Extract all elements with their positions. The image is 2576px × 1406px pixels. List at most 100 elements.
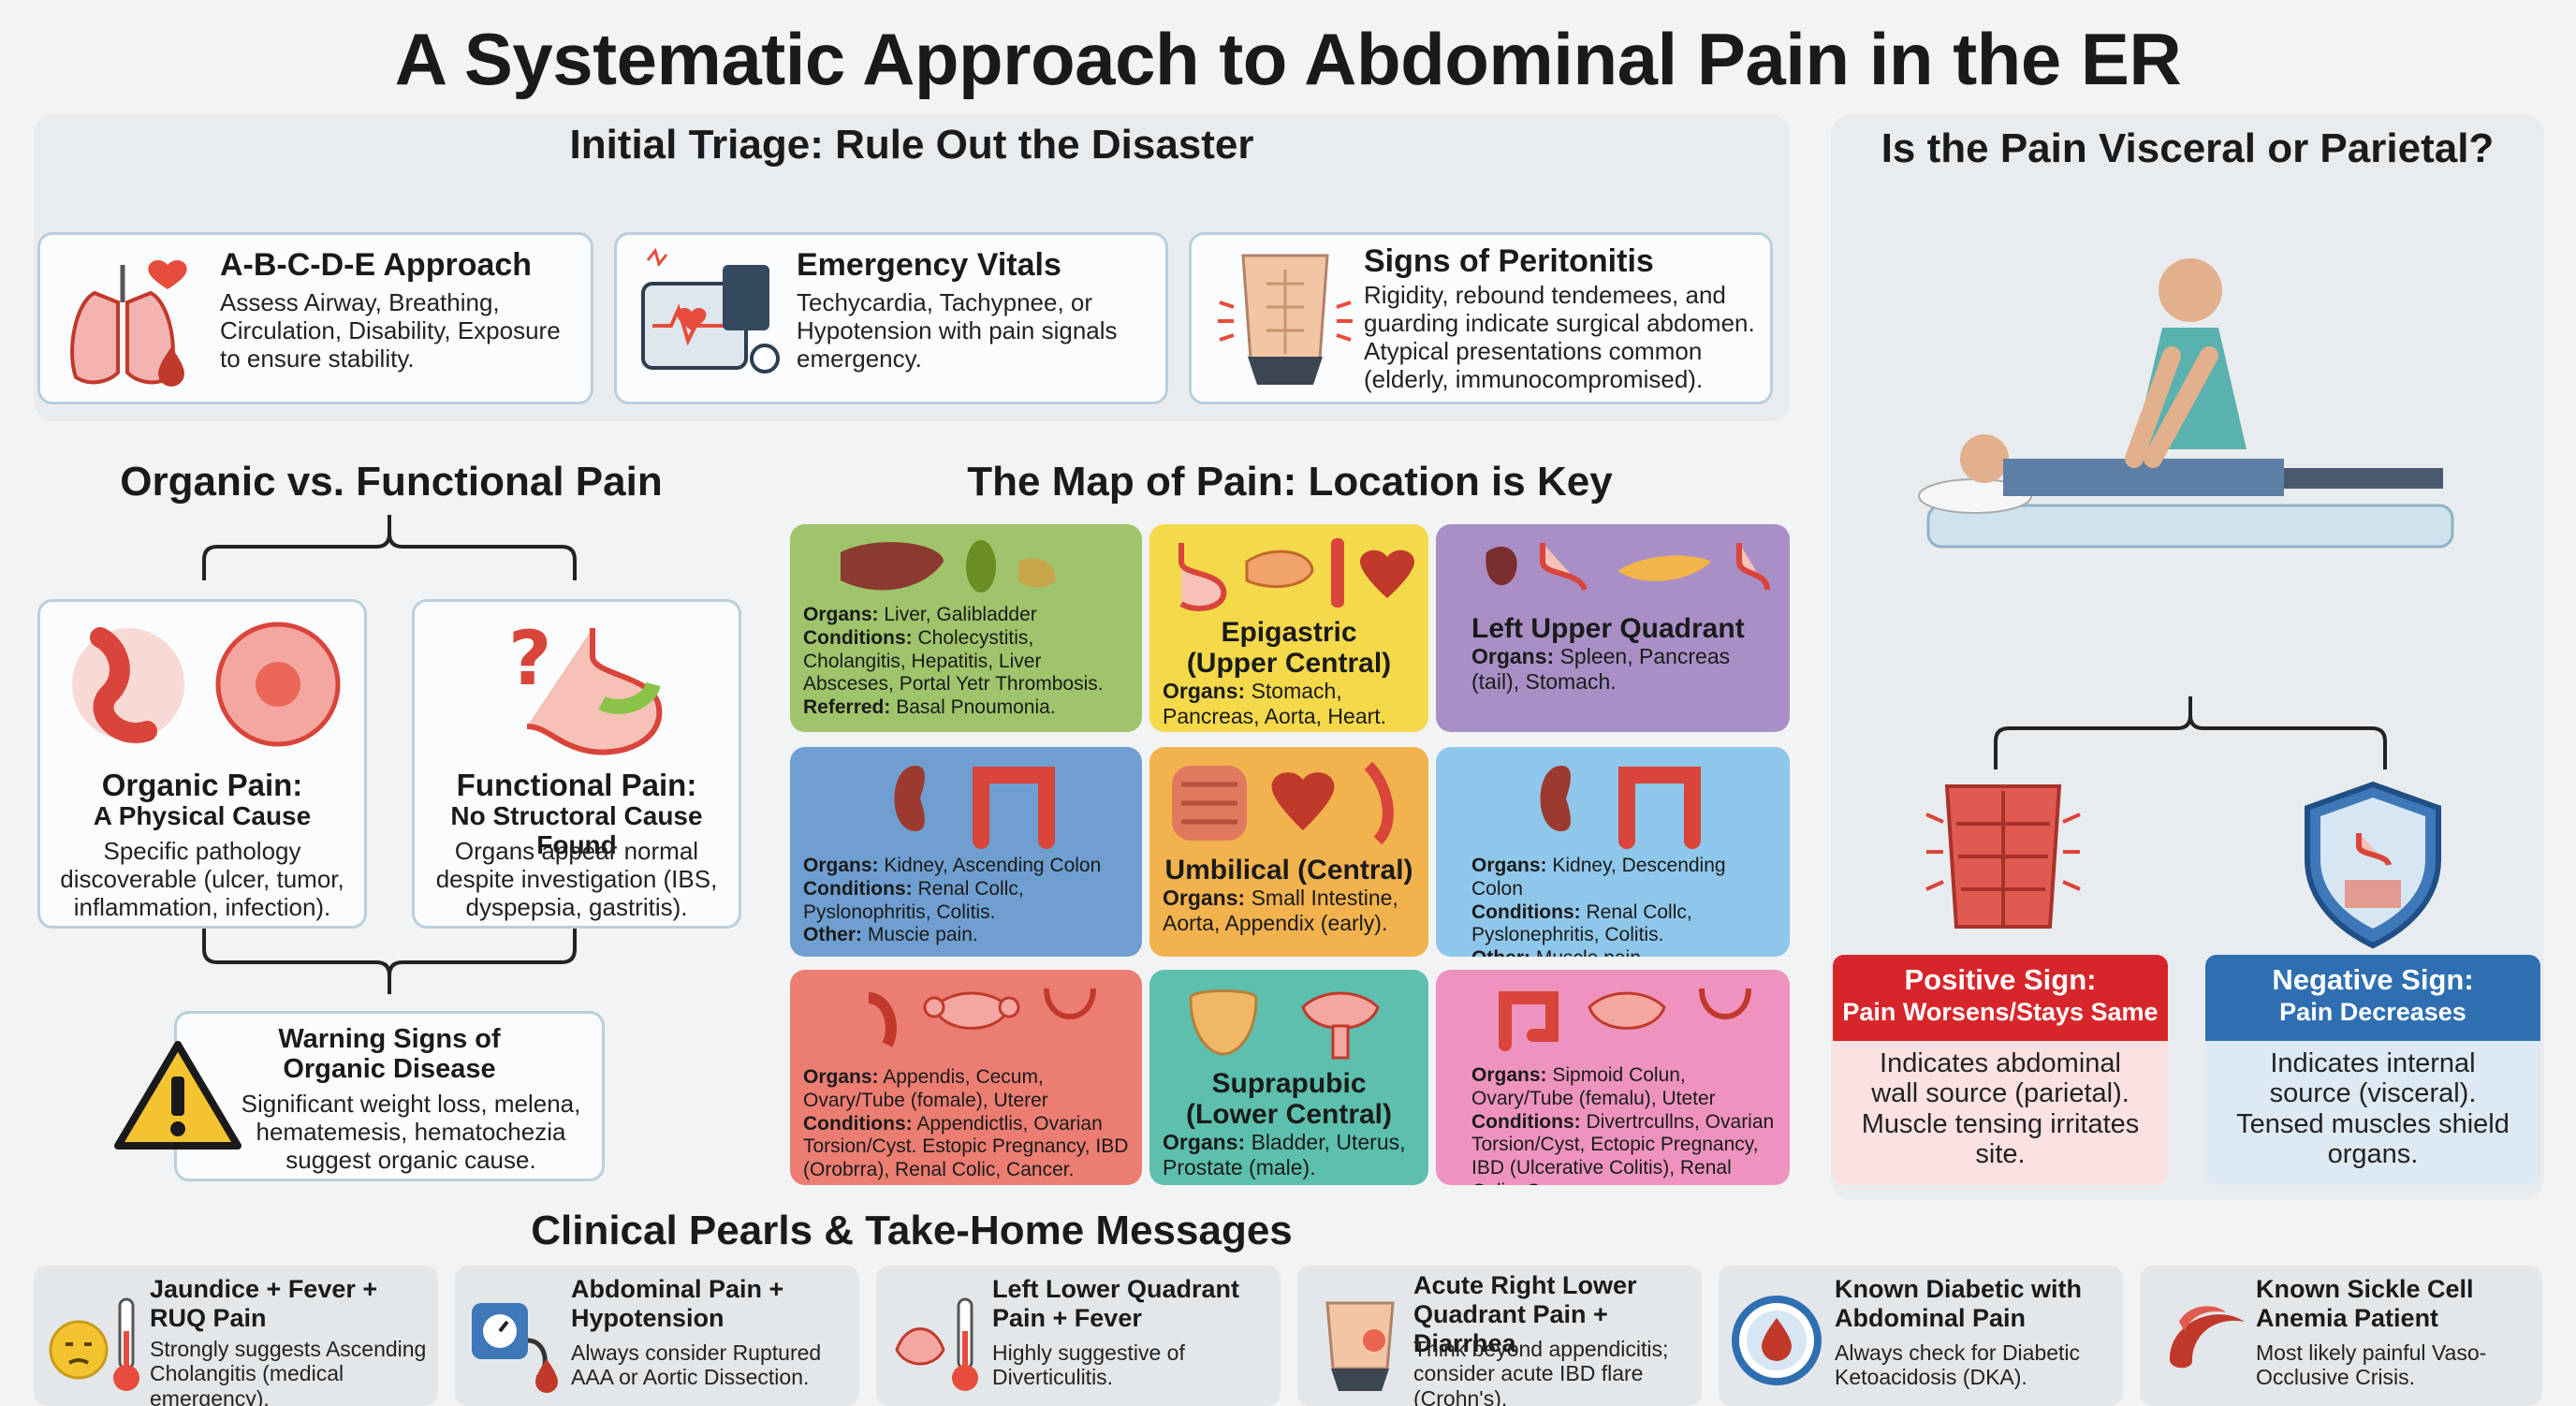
liver-gallbladder-icon: [841, 540, 1056, 593]
pearl-ibd-title: Acute Right Lower Quadrant Pain + Diarrh…: [1413, 1271, 1637, 1358]
suprapubic-organs-label: Organs:: [1163, 1130, 1246, 1154]
organic-pain-card: Organic Pain: A Physical Cause Specific …: [37, 599, 367, 929]
functional-pain-card: ? Functional Pain: No Structoral Cause F…: [412, 599, 741, 929]
pearl-sickle-cell-title: Known Sickle Cell Anemia Patient: [2256, 1275, 2474, 1333]
suprapubic-organs: Bladder, Uterus, Prostate (male).: [1163, 1130, 1406, 1180]
pearl-cholangitis-text: Strongly suggests Ascending Cholangitis …: [150, 1337, 427, 1406]
pearl-diverticulitis-title: Left Lower Quadrant Pain + Fever: [992, 1275, 1240, 1333]
pearl-dka-title: Known Diabetic with Abdominal Pain: [1835, 1275, 2083, 1333]
peritonitis-card-title: Signs of Peritonitis: [1364, 243, 1654, 279]
right-flank-other: Muscie pain.: [867, 924, 978, 946]
pearl-cholangitis: Jaundice + Fever + RUQ Pain Strongly sug…: [34, 1266, 438, 1406]
organic-title: Organic vs. Functional Pain: [120, 459, 663, 505]
organic-pain-title: Organic Pain:: [101, 768, 303, 802]
negative-sign-subtitle: Pain Decreases: [2279, 998, 2466, 1027]
appendix-ovary-icon: [868, 988, 1096, 1047]
visceral-bracket: [1994, 696, 2387, 769]
peritonitis-card: Signs of Peritonitis Rigidity, rebound t…: [1189, 232, 1773, 404]
pearl-hypotension: Abdominal Pain + Hypotension Always cons…: [455, 1266, 859, 1406]
abdominal-muscles-icon: [1925, 784, 2081, 929]
pearl-cholangitis-title: Jaundice + Fever + RUQ Pain: [150, 1275, 378, 1333]
functional-pain-title: Functional Pain:: [456, 768, 697, 802]
left-flank-conditions-label: Conditions:: [1471, 901, 1581, 923]
ruq-referred-label: Referred:: [803, 696, 891, 719]
epigastric-organs-label: Organs:: [1163, 679, 1246, 703]
abdomen-pain-icon: [1325, 1301, 1395, 1391]
llq-conditions: Divertrcullns, Ovarian Torsion/Cyst, Ect…: [1471, 1110, 1775, 1185]
pearl-dka: Known Diabetic with Abdominal Pain Alway…: [1719, 1266, 2123, 1406]
positive-sign-title: Positive Sign:: [1904, 963, 2097, 996]
map-cell-umbilical: Umbilical (Central) Organs: Small Intest…: [1149, 747, 1428, 957]
pearl-dka-text: Always check for Diabetic Ketoacidosis (…: [1835, 1340, 2081, 1390]
right-flank-conditions-label: Conditions:: [803, 877, 913, 900]
rlq-conditions: Appendictlis, Ovarian Torsion/Cyst. Esto…: [803, 1112, 1129, 1181]
rlq-organs: Appendis, Cecum, Ovary/Tube (fomale), Ut…: [803, 1066, 1048, 1111]
right-flank-conditions: Renal Collc, Pyslonophritis, Colitis.: [803, 877, 1024, 923]
svg-text:?: ?: [508, 619, 551, 702]
pearl-ibd-text: Think beyond appendicitis; consider acut…: [1413, 1337, 1669, 1406]
umbilical-title: Umbilical (Central): [1164, 855, 1413, 886]
thermometer-face-icon: [49, 1297, 139, 1391]
map-cell-ruq: Organs: Liver, Galibladder Conditions: C…: [790, 524, 1142, 732]
luq-title: Left Upper Quadrant: [1471, 613, 1745, 644]
peritonitis-card-text: Rigidity, rebound tendemees, and guardin…: [1364, 281, 1755, 393]
left-flank-text: Organs: Kidney, Descending Colon Conditi…: [1449, 855, 1777, 957]
suprapubic-text: Organs: Bladder, Uterus, Prostate (male)…: [1163, 1130, 1415, 1180]
map-cell-suprapubic: Suprapubic (Lower Central) Organs: Bladd…: [1149, 970, 1428, 1185]
left-flank-other-label: Other:: [1471, 947, 1530, 957]
organic-pain-text: Specific pathology discoverable (ulcer, …: [60, 837, 344, 921]
blood-drop-icon: [1732, 1296, 1822, 1385]
sickle-cell-icon: [2170, 1306, 2245, 1369]
spleen-pancreas-icon: [1486, 543, 1770, 592]
warning-signs-title: Warning Signs of Organic Disease: [278, 1024, 501, 1084]
stomach-heart-icon: [1178, 538, 1414, 611]
ruq-referred: Basal Pnoumonia.: [896, 696, 1056, 719]
rlq-text: Organs: Appendis, Cecum, Ovary/Tube (fom…: [803, 1066, 1129, 1182]
sigmoid-ovary-icon: [1499, 988, 1751, 1051]
luq-organs: Spleen, Pancreas (tail), Stomach.: [1471, 644, 1731, 695]
map-cell-left-flank: Organs: Kidney, Descending Colon Conditi…: [1436, 747, 1790, 957]
right-flank-organs-label: Organs:: [803, 855, 879, 876]
umbilical-text: Organs: Small Intestine, Aorta, Appendix…: [1163, 886, 1415, 936]
right-flank-text: Organs: Kidney, Ascending Colon Conditio…: [803, 855, 1129, 947]
llq-organs: Sipmoid Colun, Ovary/Tube (femalu), Utet…: [1471, 1064, 1716, 1109]
umbilical-organs-label: Organs:: [1163, 886, 1246, 910]
left-flank-other: Muscle pain.: [1536, 947, 1647, 957]
abcde-card-text: Assess Airway, Breathing, Circulation, D…: [220, 288, 561, 373]
abdomen-torso-icon: [1218, 254, 1353, 385]
positive-sign-subtitle: Pain Worsens/Stays Same: [1842, 998, 2159, 1027]
positive-sign-card: Positive Sign: Pain Worsens/Stays Same I…: [1833, 955, 2168, 1185]
luq-text: Organs: Spleen, Pancreas (tail), Stomach…: [1449, 644, 1777, 695]
visceral-title: Is the Pain Visceral or Parietal?: [1881, 125, 2495, 171]
vitals-card: Emergency Vitals Techycardia, Tachypnee,…: [614, 232, 1168, 404]
ruq-conditions-label: Conditions:: [803, 626, 913, 649]
warning-signs-text: Significant weight loss, melena, hematem…: [241, 1090, 581, 1174]
abcde-card: A-B-C-D-E Approach Assess Airway, Breath…: [37, 232, 593, 404]
llq-text: Organs: Sipmoid Colun, Ovary/Tube (femal…: [1449, 1064, 1777, 1185]
warning-triangle-icon: [114, 1041, 242, 1150]
bladder-uterus-icon: [1189, 989, 1380, 1060]
lungs-heart-icon: [70, 259, 187, 387]
ruq-conditions: Cholecystitis, Cholangitis, Hepatitis, L…: [803, 626, 1104, 696]
luq-organs-label: Organs:: [1471, 644, 1555, 668]
kidney-descending-colon-icon: [1540, 766, 1701, 849]
map-cell-llq: Organs: Sipmoid Colun, Ovary/Tube (femal…: [1436, 970, 1790, 1185]
abcde-card-title: A-B-C-D-E Approach: [220, 247, 533, 283]
shield-organs-icon: [2305, 781, 2441, 949]
llq-organs-label: Organs:: [1471, 1064, 1547, 1086]
negative-sign-text: Indicates internal source (visceral). Te…: [2236, 1048, 2510, 1170]
llq-conditions-label: Conditions:: [1471, 1110, 1581, 1133]
functional-pain-text: Organs appear normal despite investigati…: [435, 837, 718, 921]
pearl-sickle-cell-text: Most likely painful Vaso-Occlusive Crisi…: [2256, 1340, 2487, 1390]
page-title: A Systematic Approach to Abdominal Pain …: [394, 18, 2182, 100]
suprapubic-subtitle: (Lower Central): [1185, 1099, 1393, 1130]
map-cell-right-flank: Organs: Kidney, Ascending Colon Conditio…: [790, 747, 1142, 957]
ruq-text: Organs: Liver, Galibladder Conditions: C…: [803, 604, 1129, 720]
rlq-conditions-label: Conditions:: [803, 1112, 913, 1135]
positive-sign-text: Indicates abdominal wall source (parieta…: [1861, 1048, 2140, 1170]
organic-bracket: [202, 515, 577, 994]
pearls-title: Clinical Pearls & Take-Home Messages: [531, 1208, 1293, 1253]
colon-thermometer-icon: [895, 1297, 978, 1391]
doctor-examining-patient-icon: [1918, 258, 2454, 549]
map-cell-luq: Left Upper Quadrant Organs: Spleen, Panc…: [1436, 524, 1790, 732]
